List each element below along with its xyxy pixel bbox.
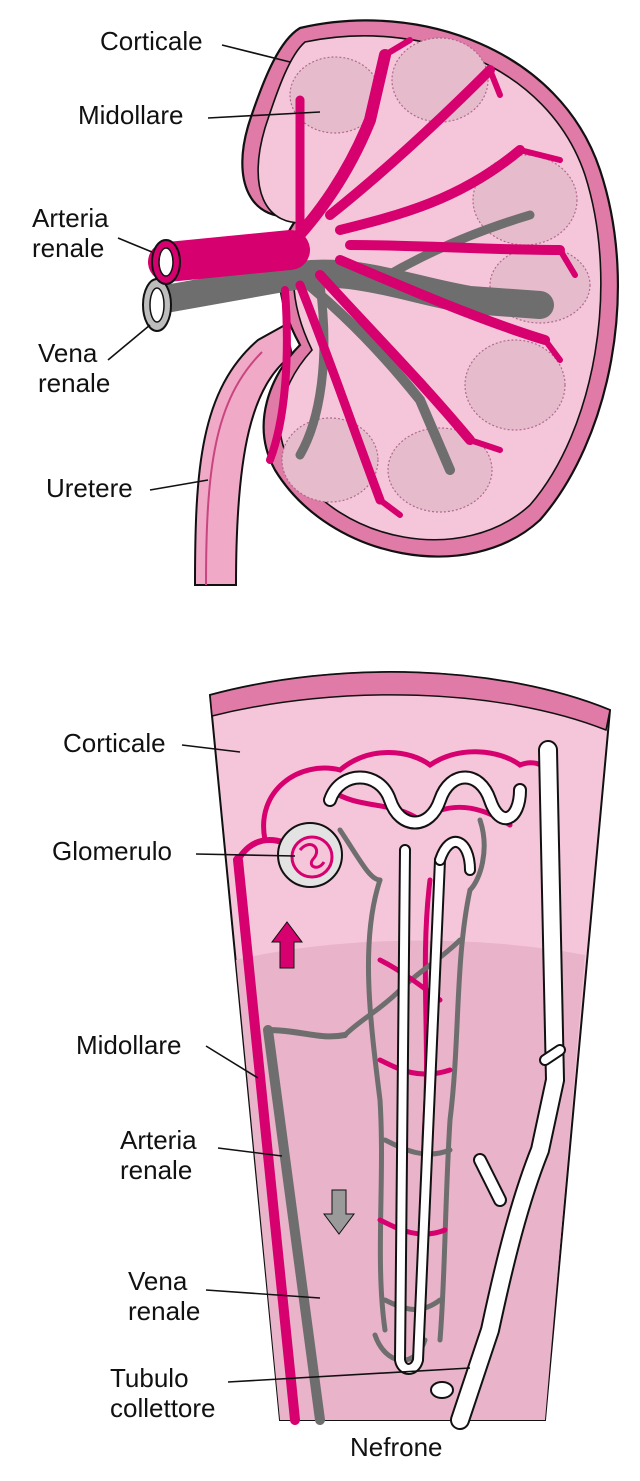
arrow-up-icon (271, 921, 303, 969)
nephron-capsule (209, 671, 611, 732)
kidney-illustration: Corticale Midollare Arteria renale Vena … (32, 19, 620, 586)
nephron-illustration: Corticale Glomerulo Midollare Arteria re… (52, 671, 612, 1462)
label-nephron-arteria-line2: renale (120, 1155, 192, 1185)
label-kidney-arteria-line1: Arteria (32, 203, 109, 233)
caption-nefrone: Nefrone (350, 1432, 443, 1462)
nephron-labels: Corticale Glomerulo Midollare Arteria re… (52, 728, 471, 1462)
label-nephron-midollare: Midollare (76, 1030, 182, 1060)
flow-arrows (271, 921, 355, 1235)
label-kidney-midollare: Midollare (78, 100, 184, 130)
label-kidney-corticale: Corticale (100, 26, 203, 56)
label-nephron-corticale: Corticale (63, 728, 166, 758)
kidney-renal-artery (148, 37, 578, 518)
label-nephron-vena-line1: Vena (128, 1266, 188, 1296)
arrow-down-icon (323, 1189, 355, 1235)
label-nephron-tubulo-line1: Tubulo (110, 1363, 189, 1393)
nephron-tubule (323, 770, 527, 1375)
label-nephron-arteria-line1: Arteria (120, 1125, 197, 1155)
label-nephron-tubulo-line2: collettore (110, 1393, 216, 1423)
collecting-duct (450, 740, 566, 1430)
label-kidney-uretere: Uretere (46, 473, 133, 503)
label-nephron-glomerulo: Glomerulo (52, 836, 172, 866)
label-kidney-arteria-line2: renale (32, 233, 104, 263)
glomerulus (277, 822, 343, 888)
nephron-vessels (233, 837, 348, 1425)
collecting-duct-opening (430, 1381, 454, 1399)
label-kidney-vena-line2: renale (38, 368, 110, 398)
kidney-labels: Corticale Midollare Arteria renale Vena … (32, 26, 321, 503)
label-kidney-vena-line1: Vena (38, 338, 98, 368)
label-nephron-vena-line2: renale (128, 1296, 200, 1326)
